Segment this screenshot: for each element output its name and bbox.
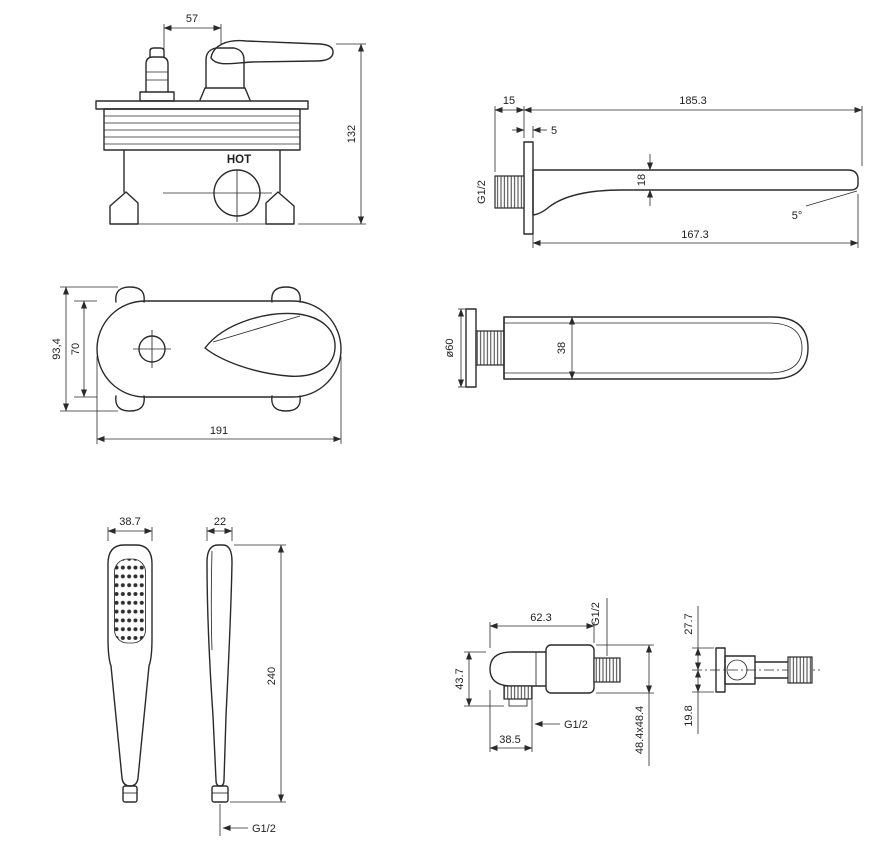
dim-hose-thread: G1/2 bbox=[252, 823, 276, 835]
elbow-thread-side bbox=[787, 656, 813, 684]
dim-outlet-thread: G1/2 bbox=[564, 719, 588, 731]
elbow-tube bbox=[489, 651, 547, 687]
wall-flange bbox=[523, 141, 534, 235]
dim-center-offset-top: 27.7 bbox=[683, 613, 695, 634]
handshower-side bbox=[206, 544, 233, 787]
dim-thread-length: 15 bbox=[503, 95, 515, 107]
elbow-wall-thread bbox=[593, 657, 621, 683]
spring-clip bbox=[726, 659, 748, 681]
view-mixer-plan: 93,4 70 191 bbox=[51, 286, 342, 444]
dim-total-length: 240 bbox=[266, 667, 278, 685]
dim-body-width: 70 bbox=[70, 343, 82, 355]
view-wall-elbow-side: 27.7 19.8 bbox=[683, 606, 820, 734]
dim-spout-width: 38 bbox=[556, 342, 568, 354]
dim-head-depth: 22 bbox=[214, 516, 226, 528]
dim-spout-height: 18 bbox=[636, 174, 648, 186]
spout-thread-plan bbox=[475, 330, 505, 366]
view-spout-plan: ø60 38 bbox=[444, 308, 809, 388]
dim-elbow-width: 62.3 bbox=[530, 612, 551, 624]
knob-flange bbox=[139, 91, 175, 102]
lever-base bbox=[199, 87, 251, 101]
hot-label: HOT bbox=[227, 154, 251, 166]
view-mixer-front: 57 HOT 132 bbox=[95, 13, 366, 225]
view-wall-elbow-front: 62.3 G1/2 43.7 G1/2 38.5 48.4x48.4 bbox=[454, 598, 654, 766]
elbow-outlet bbox=[503, 685, 533, 700]
dim-outlet-offset: 38.5 bbox=[499, 734, 520, 746]
view-spout-side: 15 185.3 5 G1/2 18 5° 167.3 bbox=[476, 95, 863, 248]
lever-arm bbox=[210, 39, 334, 65]
spout-flange-plan bbox=[465, 308, 477, 388]
elbow-flange bbox=[545, 644, 595, 694]
view-handshower: 38.7 22 240 G1/2 bbox=[107, 516, 286, 836]
lever-plan bbox=[204, 312, 336, 377]
dim-flange-size: 48.4x48.4 bbox=[634, 706, 646, 754]
spout-body bbox=[532, 169, 859, 216]
dim-total-length: 185.3 bbox=[679, 95, 707, 107]
dim-elbow-height: 43.7 bbox=[454, 668, 466, 689]
dim-total-height: 132 bbox=[346, 125, 358, 143]
elbow-body-side bbox=[724, 655, 756, 685]
thread-nipple bbox=[494, 175, 525, 209]
handshower-front bbox=[107, 544, 153, 787]
dim-body-length: 191 bbox=[210, 425, 228, 437]
spray-face bbox=[114, 558, 146, 644]
dim-flange-diameter: ø60 bbox=[444, 339, 456, 358]
dim-thread-size: G1/2 bbox=[476, 180, 488, 204]
dim-center-offset-bottom: 19.8 bbox=[683, 705, 695, 726]
dim-flange-thickness: 5 bbox=[551, 125, 557, 137]
mixer-body-plan bbox=[96, 300, 342, 398]
dim-overall-width: 93,4 bbox=[51, 338, 63, 359]
lever-pivot bbox=[205, 47, 245, 89]
dim-tip-angle: 5° bbox=[792, 210, 803, 222]
dim-spout-length: 167.3 bbox=[681, 229, 709, 241]
dim-handle-offset: 57 bbox=[186, 13, 198, 25]
dim-head-width: 38.7 bbox=[119, 516, 140, 528]
spout-body-plan bbox=[503, 316, 809, 380]
dim-wall-thread: G1/2 bbox=[590, 602, 602, 626]
